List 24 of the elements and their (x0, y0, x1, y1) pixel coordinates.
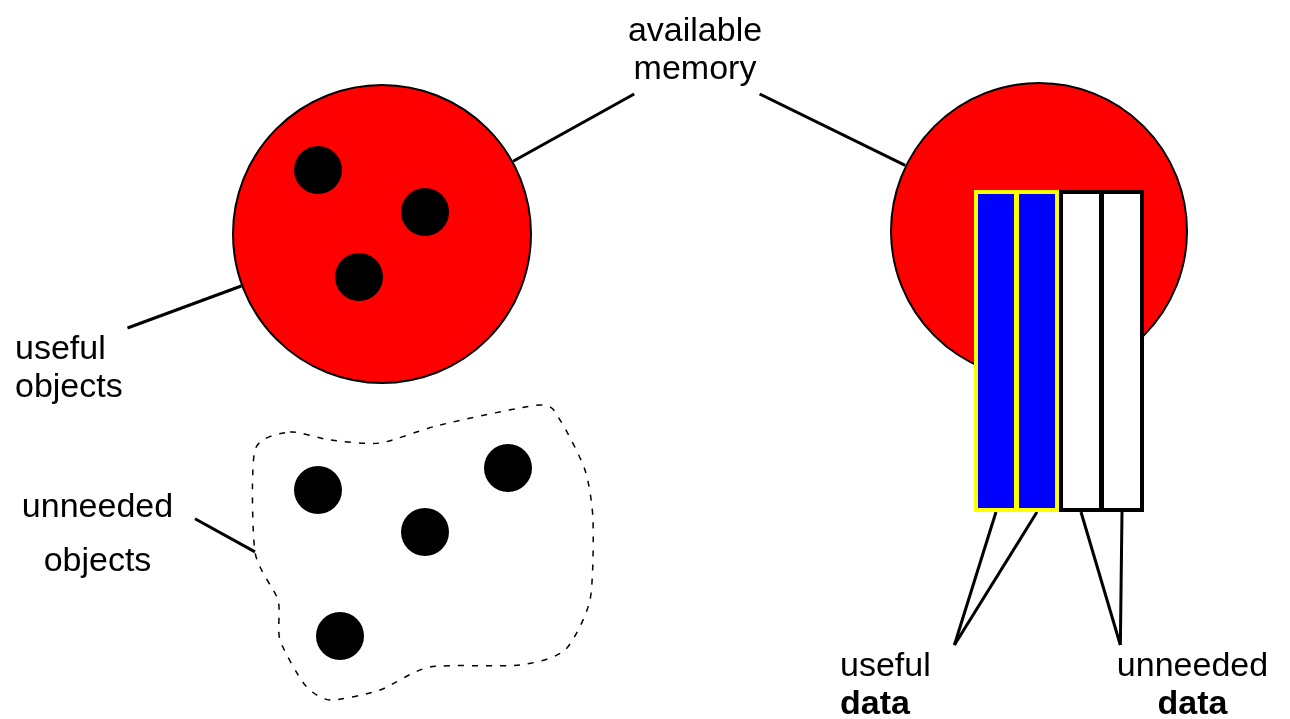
callout-label: useful objects (15, 328, 165, 412)
object-dot (316, 612, 364, 660)
leader-line (1118, 511, 1124, 646)
callout-label: unneeded data (1095, 645, 1290, 719)
data-column (974, 190, 1018, 512)
leader-line (953, 511, 1039, 646)
object-dot (484, 444, 532, 492)
leader-line (952, 511, 998, 646)
data-column (1059, 190, 1103, 512)
data-column (1015, 190, 1059, 512)
object-dot (294, 466, 342, 514)
object-dot (335, 253, 383, 301)
callout-label: useful data (840, 645, 970, 719)
data-column (1100, 190, 1144, 512)
leader-line (512, 92, 635, 163)
leader-line (1079, 511, 1122, 646)
leader-line (194, 517, 256, 554)
callout-label: available memory (600, 10, 790, 94)
leader-line (126, 284, 242, 330)
callout-label: unneeded objects (0, 478, 195, 580)
object-dot (401, 508, 449, 556)
object-dot (401, 188, 449, 236)
leader-line (758, 92, 906, 167)
object-dot (294, 146, 342, 194)
